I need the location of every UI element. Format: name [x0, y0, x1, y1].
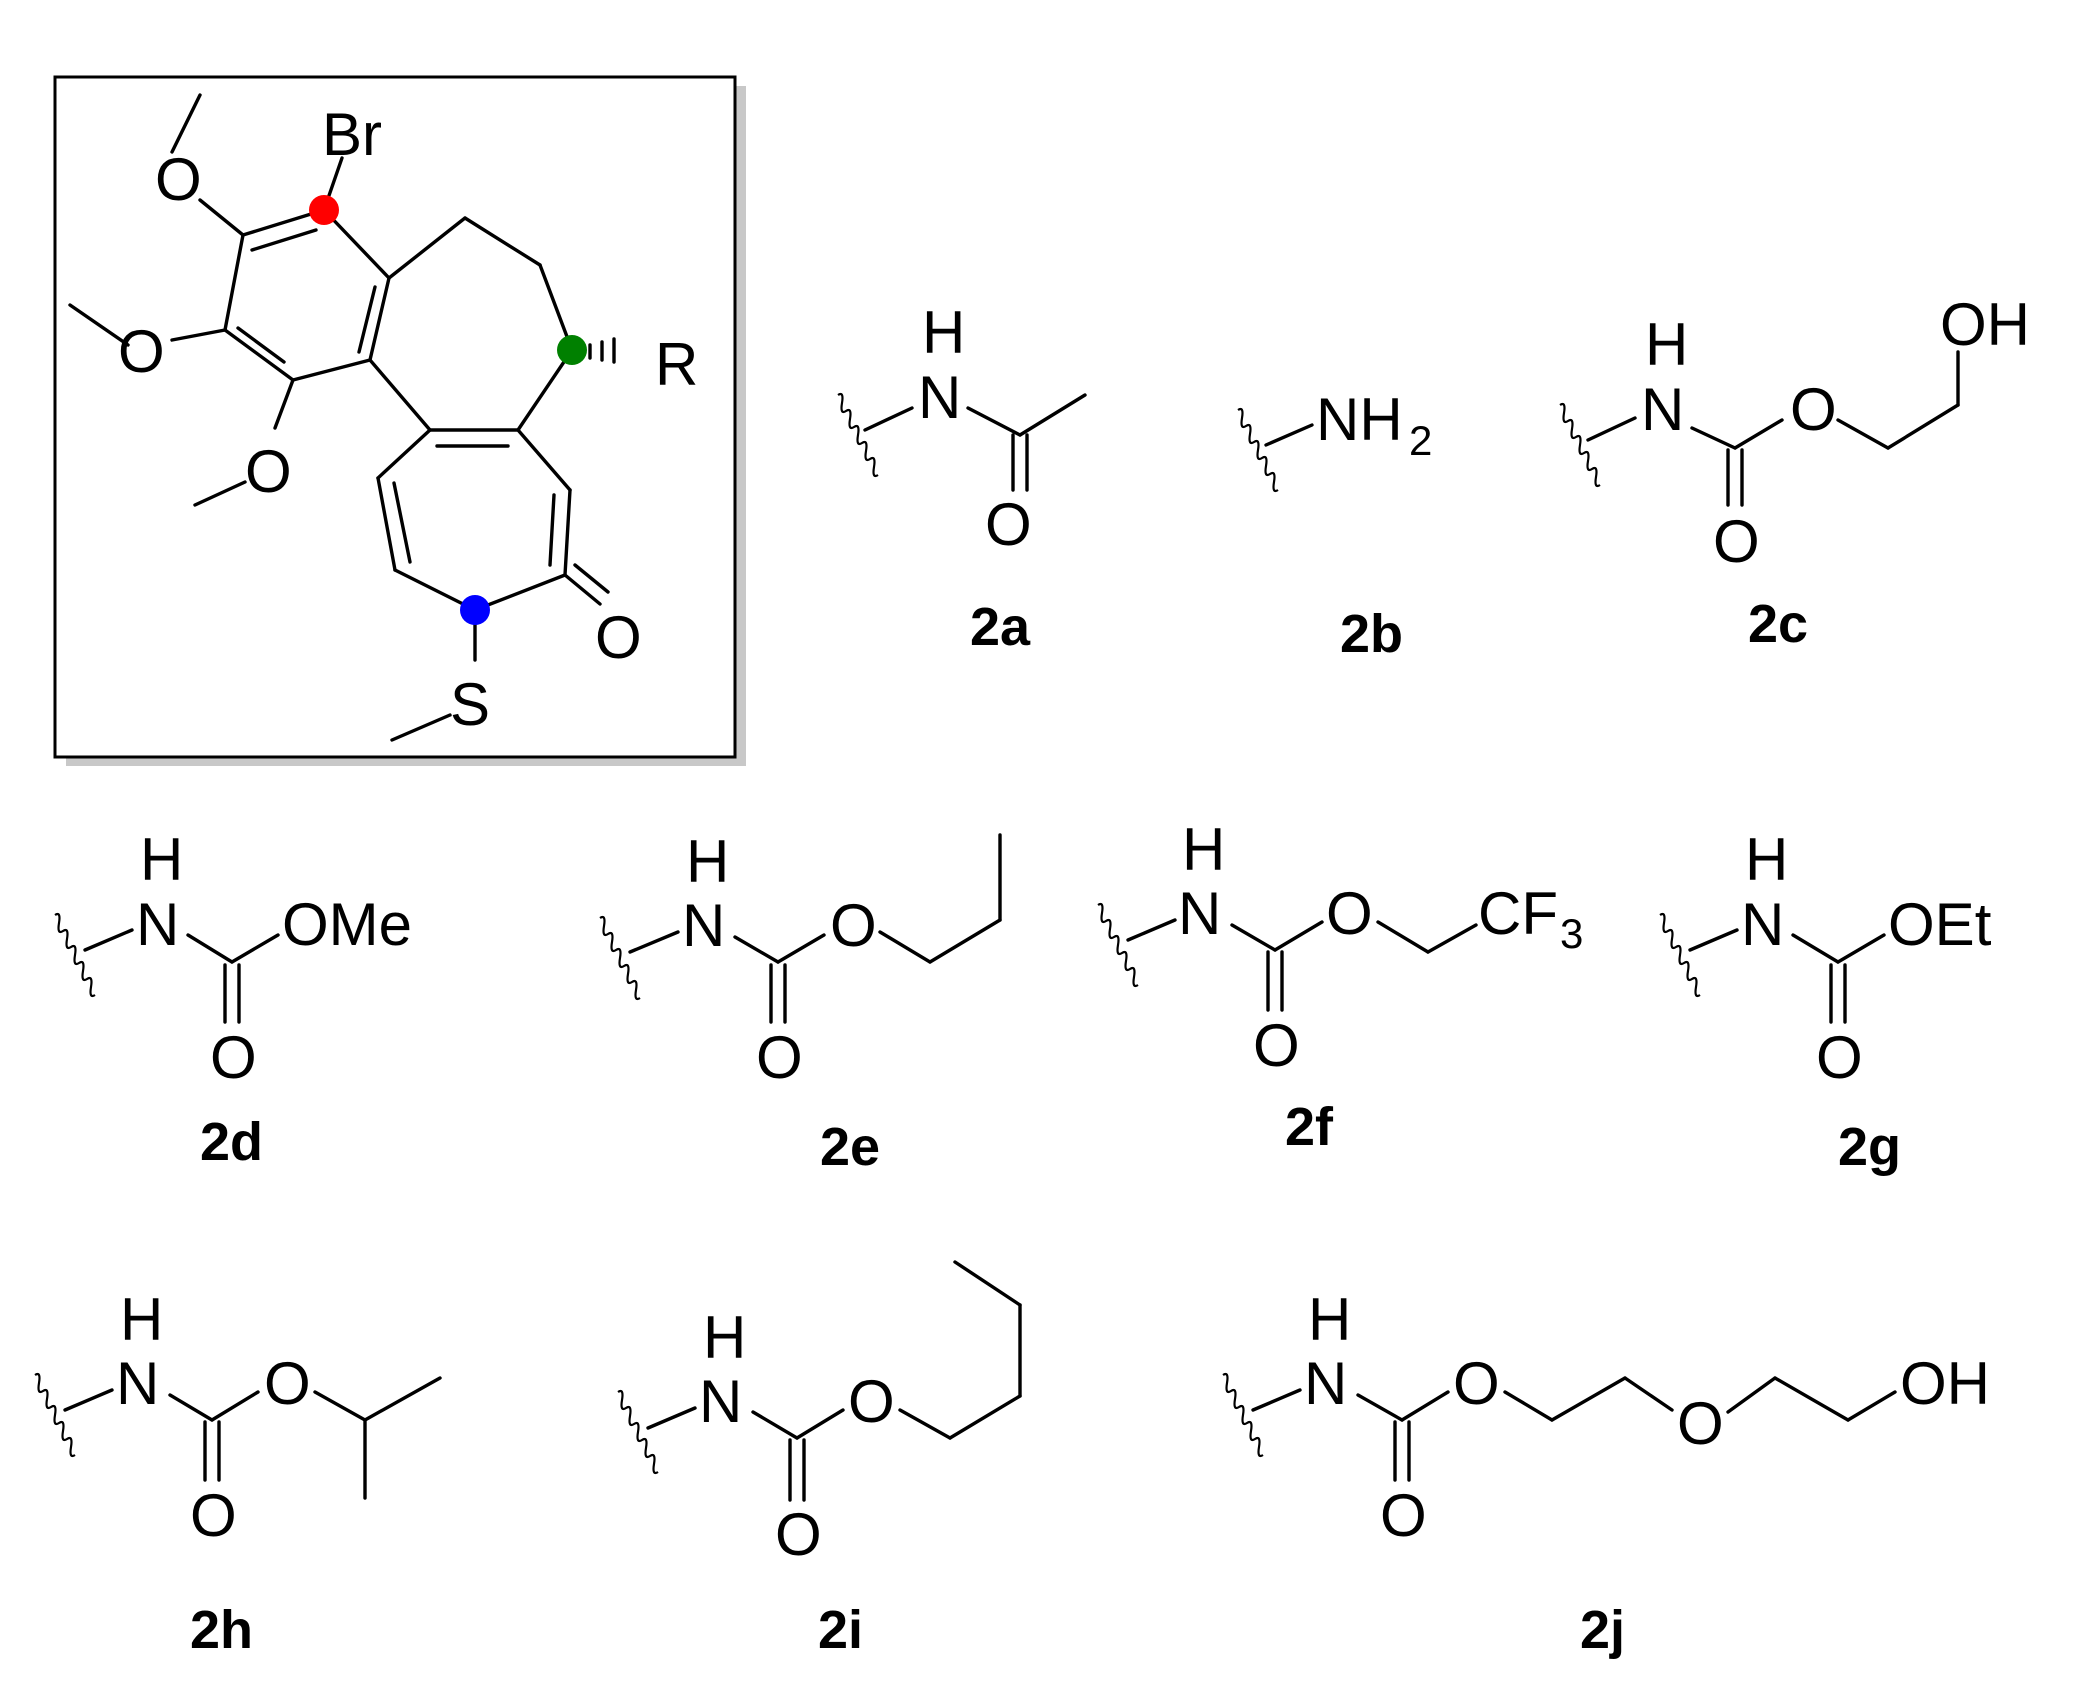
atom-o-methoxy-3: O — [245, 438, 292, 505]
atom-o-ester: O — [264, 1350, 311, 1417]
compound-label-2f: 2f — [1285, 1097, 1334, 1157]
substituent-2d: H N OMe O 2d — [54, 826, 412, 1172]
compound-label-2e: 2e — [820, 1117, 880, 1177]
atom-n: N — [116, 1350, 159, 1417]
compound-label-2d: 2d — [200, 1112, 263, 1172]
compound-label-2i: 2i — [818, 1600, 863, 1660]
substituent-2f: H N O CF 3 O 2f — [1097, 816, 1583, 1157]
atom-n: N — [136, 891, 179, 958]
atom-o-carbonyl: O — [1380, 1482, 1427, 1549]
substituent-2a: H N O 2a — [837, 299, 1087, 657]
substituent-2h: H N O O 2h — [34, 1286, 442, 1660]
atom-n: N — [1741, 891, 1784, 958]
atom-cf: CF — [1478, 880, 1558, 947]
substituent-2e: H N O O 2e — [599, 828, 1002, 1177]
atom-h: H — [1745, 826, 1788, 893]
substituent-2c: H N O O OH 2c — [1559, 291, 2030, 654]
atom-n: N — [1641, 376, 1684, 443]
atom-o-ester: O — [848, 1368, 895, 1435]
atom-o-ester: O — [1453, 1350, 1500, 1417]
atom-o: O — [985, 491, 1032, 558]
atom-o-ketone: O — [595, 604, 642, 671]
atom-h: H — [686, 828, 729, 895]
substituent-2j: H N O O OH O 2j — [1222, 1286, 1990, 1660]
marker-green-dot — [557, 335, 587, 365]
atom-s: S — [450, 671, 490, 738]
substituent-2b: NH 2 2b — [1237, 386, 1432, 664]
atom-oet: OEt — [1888, 891, 1992, 958]
atom-n: N — [918, 364, 961, 431]
substituent-2g: H N OEt O 2g — [1659, 826, 1992, 1177]
atom-ome: OMe — [282, 891, 412, 958]
subscript-3: 3 — [1560, 910, 1583, 957]
marker-blue-dot — [460, 595, 490, 625]
atom-h: H — [1182, 816, 1225, 883]
atom-h: H — [120, 1286, 163, 1353]
atom-o-carbonyl: O — [210, 1024, 257, 1091]
core-box — [53, 75, 737, 759]
core-structure: Br O O O R O S — [53, 75, 746, 766]
atom-o-carbonyl: O — [775, 1501, 822, 1568]
atom-r: R — [655, 331, 698, 398]
atom-h: H — [703, 1304, 746, 1371]
compound-label-2h: 2h — [190, 1600, 253, 1660]
atom-n: N — [699, 1368, 742, 1435]
tropolone-ring — [376, 428, 610, 612]
atom-br: Br — [322, 101, 382, 168]
atom-o-carbonyl: O — [190, 1482, 237, 1549]
compound-label-2b: 2b — [1340, 604, 1403, 664]
atom-o-ether: O — [1677, 1390, 1724, 1457]
atom-h: H — [922, 299, 965, 366]
compound-label-2j: 2j — [1580, 1600, 1625, 1660]
atom-n: N — [1178, 880, 1221, 947]
atom-n: N — [1304, 1350, 1347, 1417]
atom-oh: OH — [1940, 291, 2030, 358]
atom-o-carbonyl: O — [1713, 508, 1760, 575]
atom-h: H — [140, 826, 183, 893]
atom-o-ester: O — [1790, 376, 1837, 443]
compound-label-2a: 2a — [970, 597, 1031, 657]
atom-o-methoxy-2: O — [118, 318, 165, 385]
atom-h: H — [1308, 1286, 1351, 1353]
atom-o-methoxy-1: O — [155, 146, 202, 213]
atom-h: H — [1645, 311, 1688, 378]
ring-b — [368, 216, 574, 432]
atom-o-ester: O — [1326, 880, 1373, 947]
substituent-2i: H N O O 2i — [617, 1260, 1022, 1660]
marker-red-dot — [309, 195, 339, 225]
compound-label-2c: 2c — [1748, 594, 1808, 654]
atom-o-carbonyl: O — [756, 1024, 803, 1091]
atom-o-ester: O — [830, 892, 877, 959]
atom-o-carbonyl: O — [1253, 1012, 1300, 1079]
compound-label-2g: 2g — [1838, 1117, 1901, 1177]
atom-n: N — [682, 892, 725, 959]
subscript-2: 2 — [1409, 417, 1432, 464]
atom-oh: OH — [1900, 1350, 1990, 1417]
atom-o-carbonyl: O — [1816, 1024, 1863, 1091]
atom-nh: NH — [1316, 386, 1403, 453]
